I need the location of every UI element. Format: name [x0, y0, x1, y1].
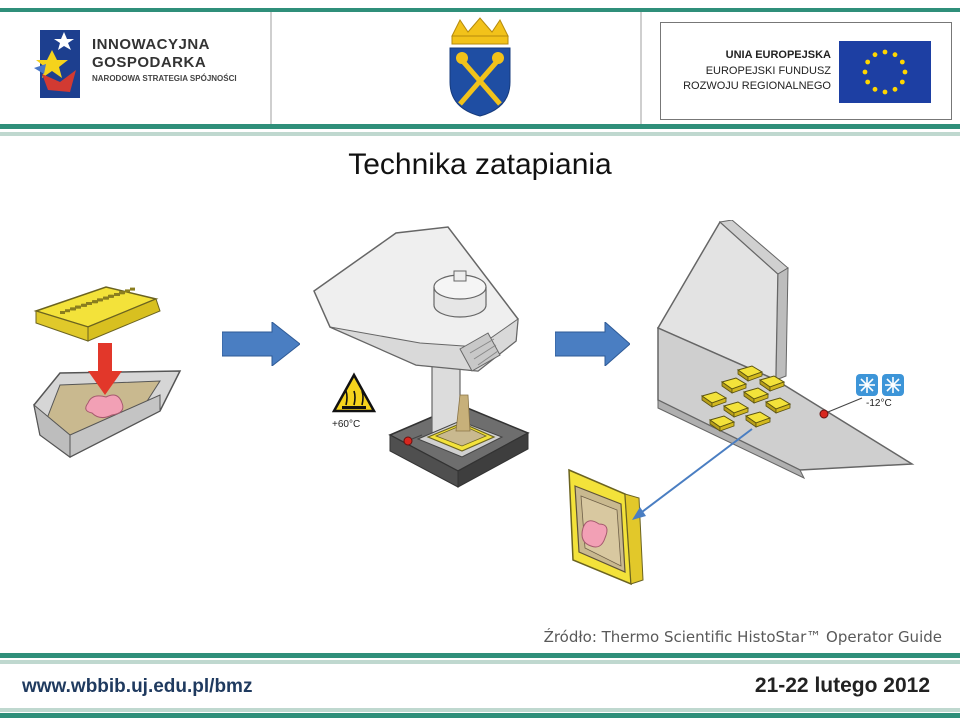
ig-line3: NARODOWA STRATEGIA SPÓJNOŚCI	[92, 74, 237, 83]
eu-star	[902, 69, 908, 75]
header-top-stripe	[0, 8, 960, 12]
cassette-hole	[81, 303, 86, 307]
eu-line3: ROZWOJU REGIONALNEGO	[683, 80, 831, 92]
eu-star	[882, 89, 888, 95]
footer-bottom-stripe	[0, 713, 960, 718]
eu-star	[872, 86, 878, 92]
cooling-cassette	[758, 375, 786, 392]
cassette-hole	[60, 311, 65, 314]
cassette-hole	[97, 298, 102, 302]
eu-star	[872, 52, 878, 58]
footer-top-stripe-light	[0, 660, 960, 664]
cassette-hole	[125, 289, 130, 293]
cassette-hole	[86, 302, 91, 305]
step-arrow-2	[555, 322, 630, 366]
ig-emblem-icon	[34, 30, 80, 98]
header-divider	[640, 12, 642, 124]
eu-star	[862, 69, 868, 75]
footer-top-stripe	[0, 653, 960, 658]
image-source-caption: Źródło: Thermo Scientific HistoStar™ Ope…	[543, 628, 942, 646]
eu-star	[892, 86, 898, 92]
cooling-cassette	[708, 415, 736, 432]
cassette-hole	[108, 294, 113, 298]
cassette-hole	[103, 296, 108, 300]
ig-line2: GOSPODARKA	[92, 54, 207, 71]
cooling-cassette	[722, 401, 750, 418]
eu-star	[892, 52, 898, 58]
eu-star	[865, 79, 871, 85]
header-bottom-stripe-light	[0, 132, 960, 136]
cassette-hole	[114, 293, 119, 296]
footer-url-link[interactable]: www.wbbib.uj.edu.pl/bmz	[22, 676, 253, 697]
cold-plate-illustration: -12°C	[656, 220, 915, 480]
footer-date: 21-22 lutego 2012	[754, 674, 930, 697]
cassette-hole	[75, 305, 80, 309]
innowacyjna-gospodarka-logo: INNOWACYJNA GOSPODARKA NARODOWA STRATEGI…	[30, 30, 270, 102]
paraffin-dispenser-illustration: +60°C	[313, 226, 530, 488]
eu-star	[882, 49, 888, 55]
slide-header: INNOWACYJNA GOSPODARKA NARODOWA STRATEGI…	[0, 0, 960, 138]
eu-flag-icon	[839, 41, 931, 103]
cassette-hole	[65, 309, 70, 313]
step-arrow-1	[222, 322, 300, 366]
footer-bottom-stripe-light	[0, 708, 960, 712]
eu-line2: EUROPEJSKI FUNDUSZ	[705, 65, 831, 77]
university-coat-of-arms-icon	[449, 17, 511, 117]
eu-star	[865, 59, 871, 65]
eu-star	[899, 59, 905, 65]
cold-temperature-label: -12°C	[866, 398, 892, 409]
cassette-hole	[92, 300, 97, 304]
eu-fund-logo: UNIA EUROPEJSKA EUROPEJSKI FUNDUSZ ROZWO…	[660, 22, 952, 120]
slide-title: Technika zatapiania	[348, 148, 612, 181]
cooling-cassette	[720, 377, 748, 394]
cassette-hole	[130, 287, 135, 291]
closeup-pointer-arrow	[632, 428, 753, 520]
embedded-block-closeup	[568, 468, 644, 586]
cooling-cassette	[764, 397, 792, 414]
header-bottom-stripe	[0, 124, 960, 129]
cassette-hole	[119, 291, 124, 295]
header-divider	[270, 12, 272, 124]
ig-line1: INNOWACYJNA	[92, 36, 211, 53]
eu-star	[899, 79, 905, 85]
cooling-cassette	[700, 391, 728, 408]
cooling-cassette	[742, 387, 770, 404]
cooling-cassette	[744, 411, 772, 428]
cooling-cassette	[736, 365, 764, 382]
cassette-placement-illustration	[33, 286, 182, 458]
eu-line1: UNIA EUROPEJSKA	[725, 49, 831, 61]
cassette-hole	[70, 307, 75, 311]
heat-temperature-label: +60°C	[332, 419, 360, 430]
